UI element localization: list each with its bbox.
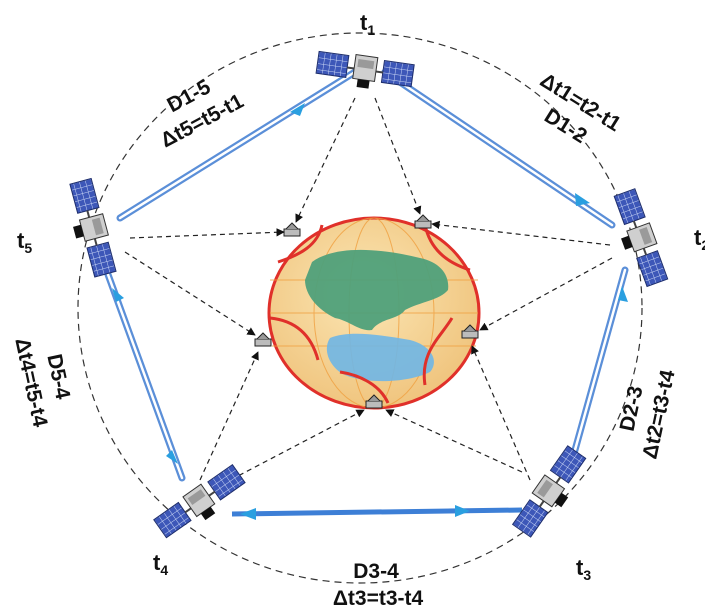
link-d15 [116,68,359,222]
link-label-d15: D1-5 Δt5=t5-t1 [157,75,248,152]
satellite-icon [151,462,251,546]
svg-text:D2-3: D2-3 [616,384,648,433]
satellite-icon [61,177,119,281]
globe-icon [267,216,481,410]
satellite-t3-label: t3 [576,555,591,583]
satellite-t1-label: t1 [360,10,375,38]
signal-lines [124,97,613,489]
link-d34 [231,505,523,520]
link-d23 [566,266,629,472]
satellite-t4-label: t4 [153,550,168,578]
satellite-icon [510,443,594,543]
link-label-d34: D3-4 Δt3=t3-t4 [333,560,424,610]
orbit-circle [77,32,643,584]
link-label-d23: D2-3 Δt2=t3-t4 [616,368,680,461]
link-label-d12: Δt1=t2-t1 D1-2 [536,69,625,148]
ground-station-icon [254,332,272,347]
ground-station-icon [283,222,301,237]
ground-station-icon [414,214,432,229]
svg-text:Δt2=t3-t4: Δt2=t3-t4 [638,368,679,461]
satellite-icon [605,187,671,291]
link-d54 [98,254,186,482]
svg-text:D5-4: D5-4 [42,352,74,402]
satellite-t2-label: t2 [694,225,705,253]
svg-text:Δt4=t5-t4: Δt4=t5-t4 [10,336,51,429]
svg-text:D3-4: D3-4 [353,560,399,583]
link-label-d54: D5-4 Δt4=t5-t4 [10,336,74,429]
satellite-t5-label: t5 [17,228,32,256]
link-d12 [381,68,616,229]
svg-text:Δt3=t3-t4: Δt3=t3-t4 [333,587,424,610]
